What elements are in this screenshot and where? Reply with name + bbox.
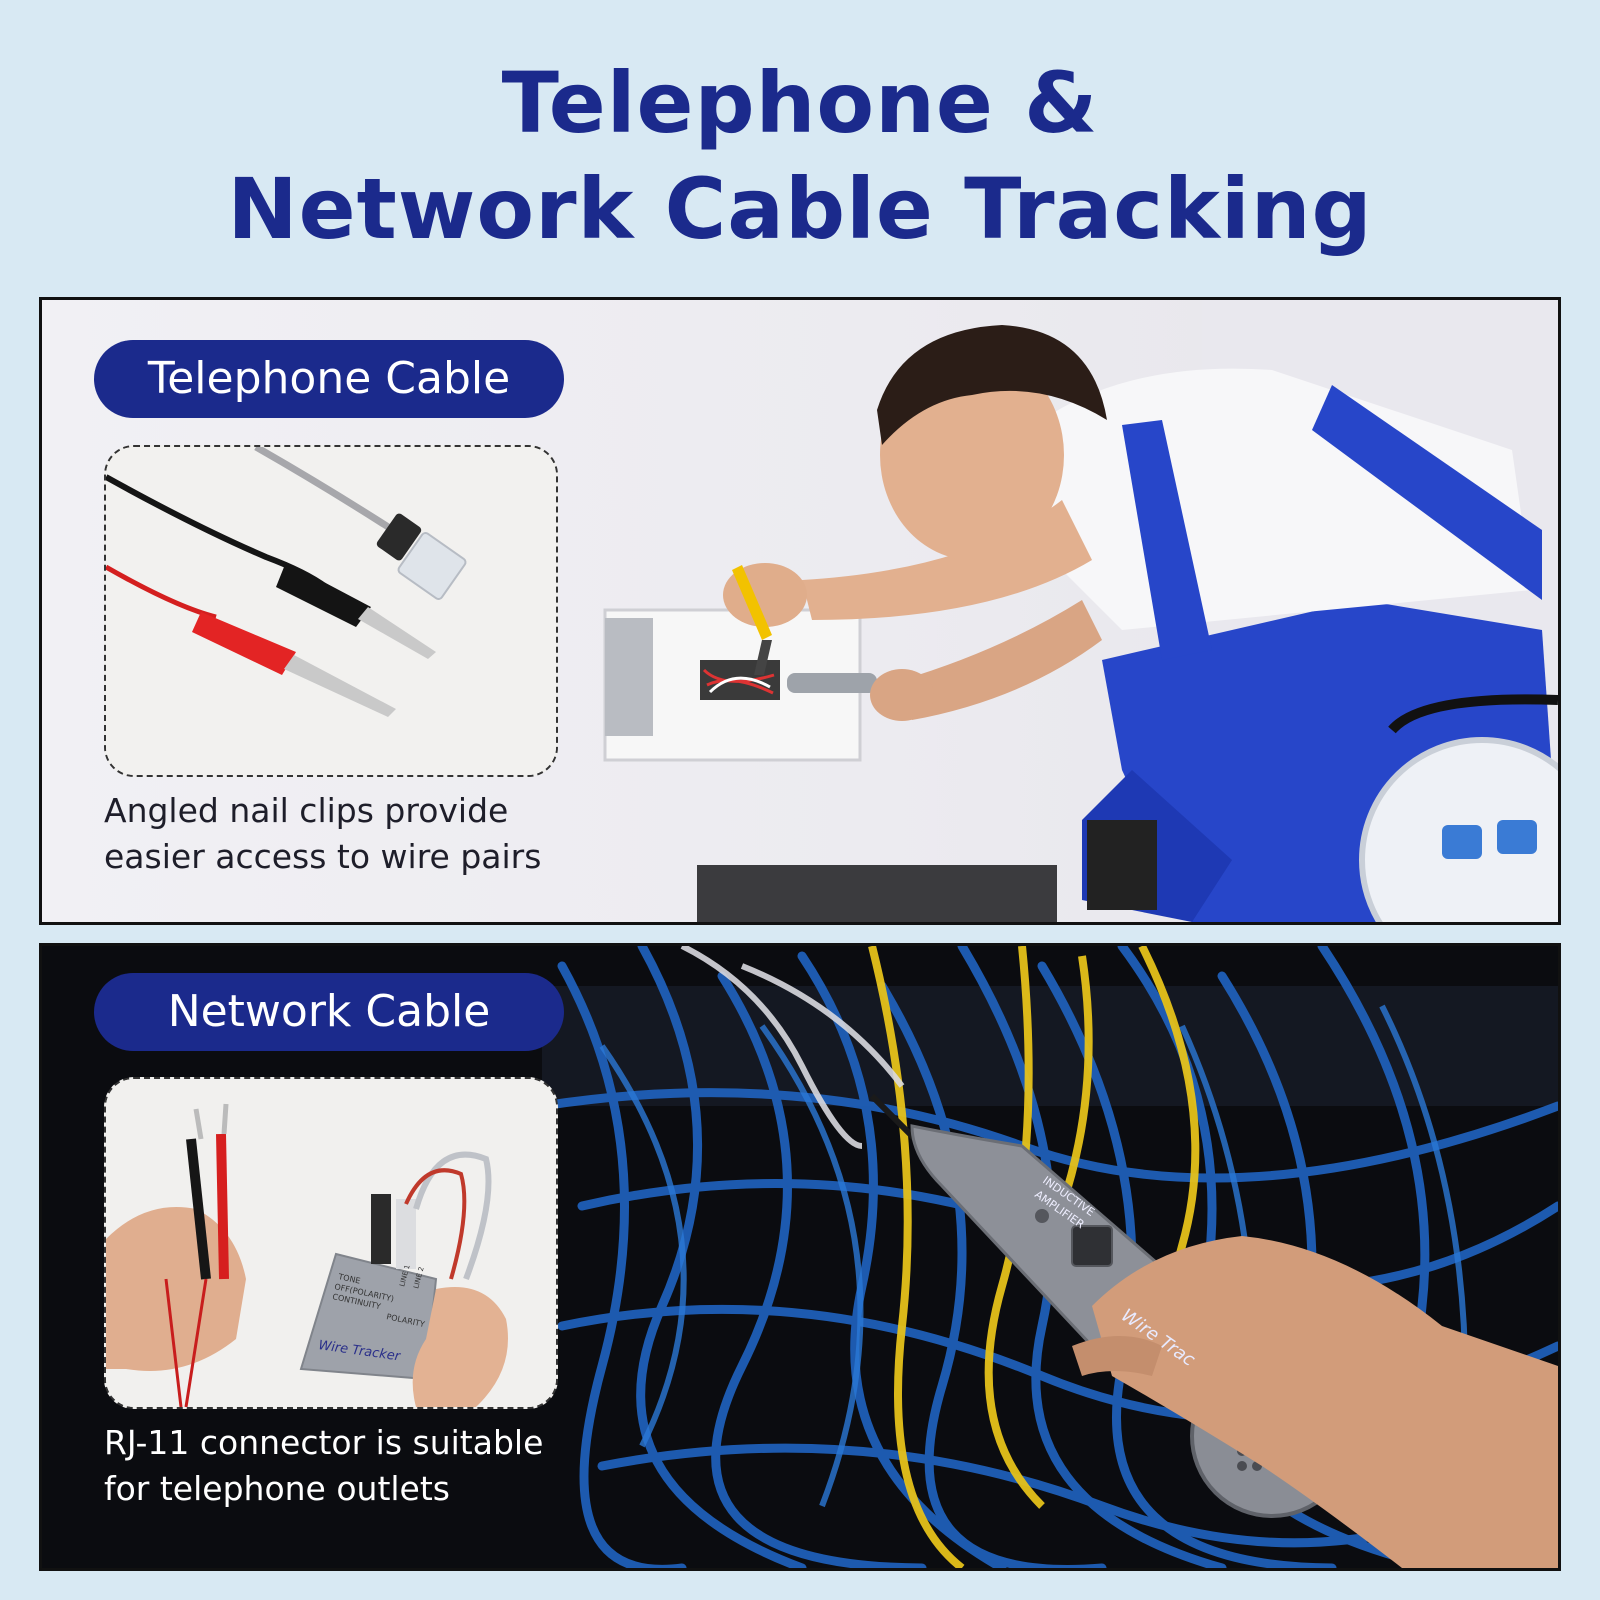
network-caption: RJ-11 connector is suitable for telephon… bbox=[104, 1420, 543, 1512]
network-caption-line-2: for telephone outlets bbox=[104, 1469, 450, 1508]
telephone-panel: Telephone Cable Angled nail clips provid… bbox=[39, 297, 1561, 925]
telephone-clips-inset bbox=[104, 445, 558, 777]
network-panel: INDUCTIVE AMPLIFIER Wire Trac Network Ca… bbox=[39, 943, 1561, 1571]
title-line-1: Telephone & bbox=[501, 54, 1099, 152]
network-cables-scene-illustration: INDUCTIVE AMPLIFIER Wire Trac bbox=[42, 946, 1558, 1568]
telephone-caption-line-1: Angled nail clips provide bbox=[104, 791, 509, 830]
alligator-clips-illustration bbox=[106, 447, 556, 775]
title-line-2: Network Cable Tracking bbox=[227, 160, 1373, 258]
telephone-caption-line-2: easier access to wire pairs bbox=[104, 837, 542, 876]
wire-tracker-box-illustration: Wire Tracker TONE OFF(POLARITY) CONTINUI… bbox=[106, 1079, 556, 1407]
telephone-caption: Angled nail clips provide easier access … bbox=[104, 788, 541, 880]
page-title: Telephone & Network Cable Tracking bbox=[0, 50, 1600, 262]
network-device-inset: Wire Tracker TONE OFF(POLARITY) CONTINUI… bbox=[104, 1077, 558, 1409]
network-cable-label: Network Cable bbox=[94, 973, 564, 1051]
network-caption-line-1: RJ-11 connector is suitable bbox=[104, 1423, 544, 1462]
telephone-cable-label: Telephone Cable bbox=[94, 340, 564, 418]
technician-scene-illustration bbox=[603, 300, 1558, 922]
